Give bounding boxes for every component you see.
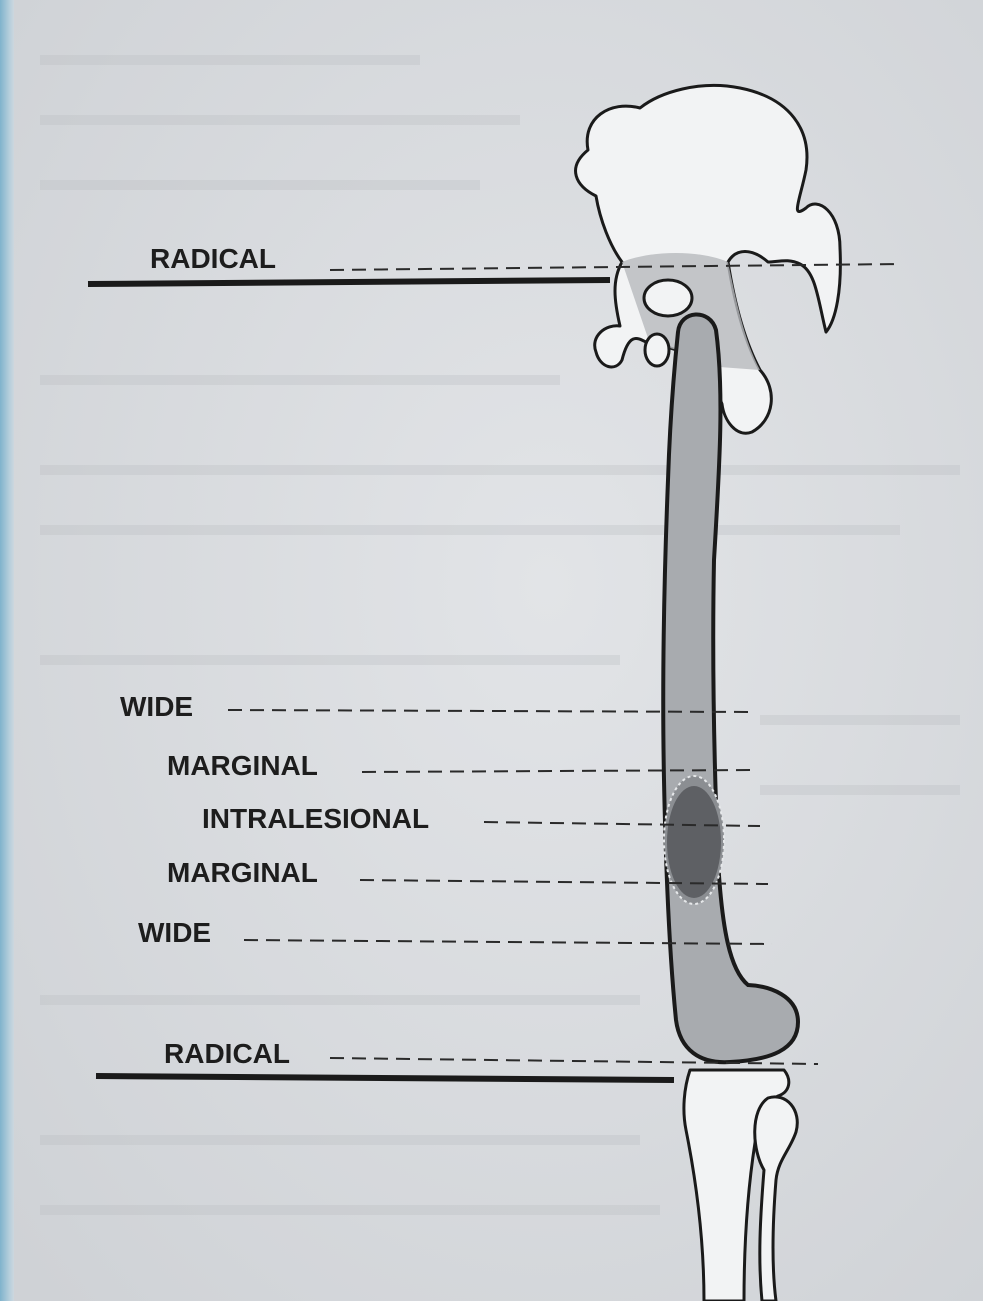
label-wide-top: WIDE bbox=[120, 691, 193, 722]
femoral-head bbox=[644, 280, 692, 316]
label-radical-bottom: RADICAL bbox=[164, 1038, 290, 1069]
label-wide-bottom: WIDE bbox=[138, 917, 211, 948]
lesser-trochanter bbox=[645, 334, 669, 366]
radical-top-solid-line bbox=[88, 280, 610, 284]
label-marginal-top: MARGINAL bbox=[167, 750, 318, 781]
label-intralesional: INTRALESIONAL bbox=[202, 803, 429, 834]
radical-bottom-solid-line bbox=[96, 1076, 674, 1080]
tumor-lesion bbox=[667, 786, 721, 898]
label-radical-top: RADICAL bbox=[150, 243, 276, 274]
label-marginal-bottom: MARGINAL bbox=[167, 857, 318, 888]
paper-background bbox=[14, 0, 983, 1301]
